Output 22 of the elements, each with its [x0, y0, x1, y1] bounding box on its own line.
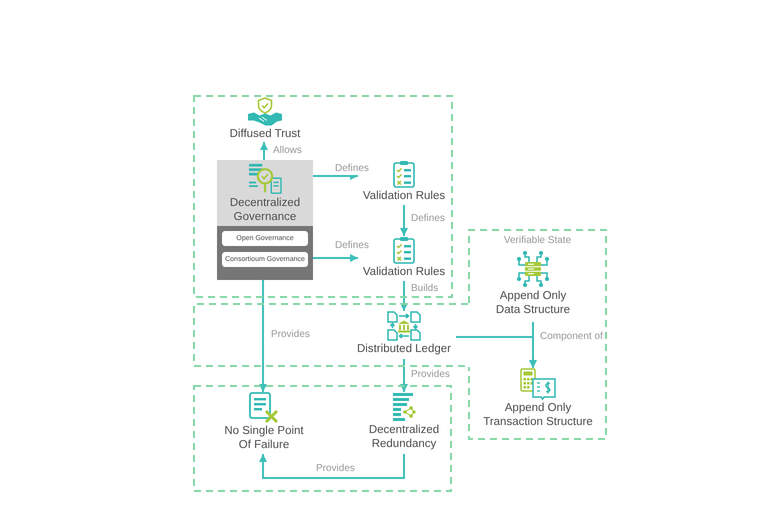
- node-title: Validation Rules: [362, 266, 446, 280]
- arrow: [313, 254, 358, 262]
- arrow: [400, 359, 408, 392]
- node-title: Append Only Transaction Structure: [482, 402, 594, 430]
- node-title: Distributed Ledger: [357, 343, 451, 357]
- edge-label: Component of: [539, 331, 604, 343]
- arrow: [400, 205, 408, 236]
- node-title: Append Only Data Structure: [494, 290, 572, 318]
- node-title: Decentralized Redundancy: [368, 424, 440, 452]
- arrow: [529, 322, 537, 368]
- edge-label: Defines: [334, 163, 370, 175]
- governance-panel: [217, 160, 313, 280]
- arrow: [313, 172, 358, 180]
- node-title: Diffused Trust: [230, 128, 300, 142]
- node-title: Decentralized Governance: [228, 197, 302, 225]
- group-heading: Verifiable State: [504, 235, 572, 246]
- node-title: Validation Rules: [362, 190, 446, 204]
- arrow: [259, 454, 405, 479]
- node-title: No Single Point Of Failure: [223, 425, 305, 453]
- arrow: [260, 142, 268, 160]
- arrow: [259, 280, 267, 392]
- arrow: [400, 281, 408, 311]
